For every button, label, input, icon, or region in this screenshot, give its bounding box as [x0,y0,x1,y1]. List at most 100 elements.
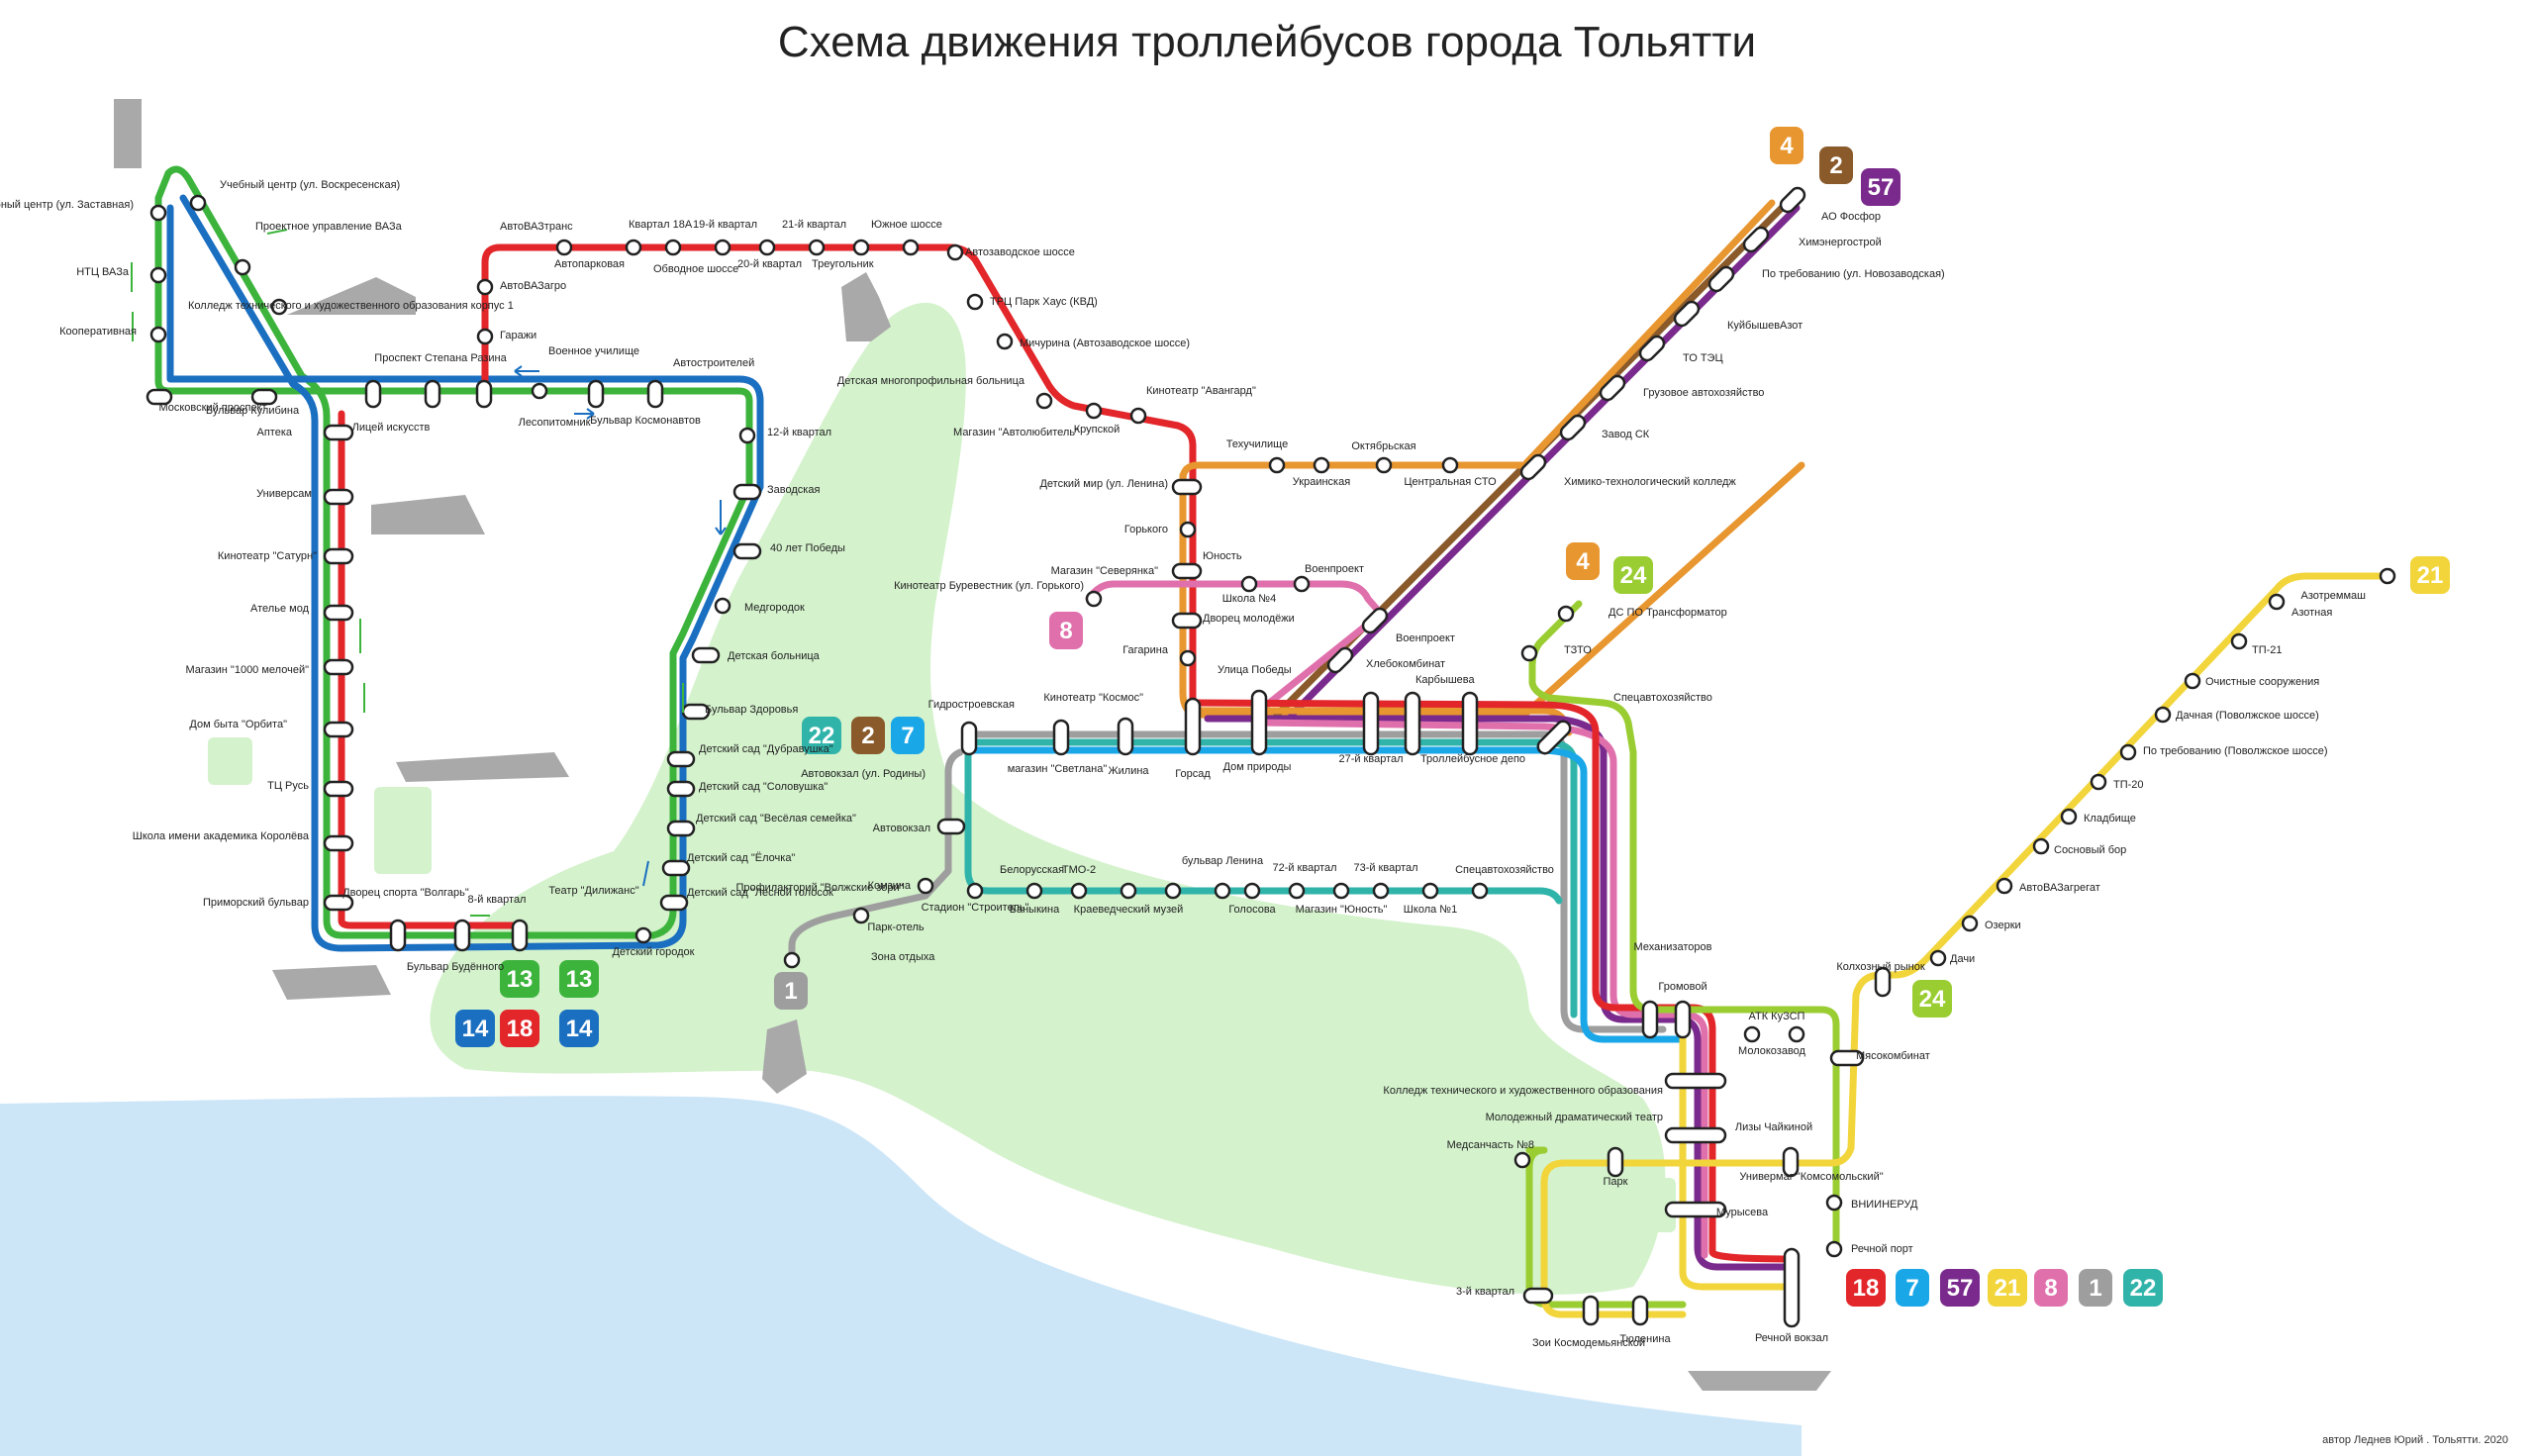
stop-label: Белорусская [1000,864,1064,876]
stop-marker [960,721,978,756]
stop-label: Громовой [1658,981,1706,993]
stop-label: Троллейбусное депо [1420,753,1525,765]
route-badge-label: 14 [462,1016,489,1042]
stop-label: Учебный центр (ул. Воскресенская) [220,179,400,191]
route-badge: 8 [2034,1269,2068,1307]
stop-label: Дом быта "Орбита" [189,719,287,730]
stop-label: Дачи [1950,953,1975,965]
stop-marker [323,424,354,441]
route-badge: 14 [559,1010,599,1047]
stop-label: Детский сад "Весёлая семейка" [696,813,856,825]
stop-marker [424,379,441,409]
stop-marker [234,258,251,276]
stop-marker [664,239,682,256]
stop-marker [1929,949,1947,967]
stop-label: Кинотеатр Буревестник (ул. Горького) [894,580,1084,592]
stop-marker [1179,649,1197,667]
stop-marker [996,333,1014,350]
route-badge-label: 8 [1059,618,1072,644]
stop-marker [732,542,762,560]
stop-marker [1313,456,1330,474]
stop-label: 19-й квартал [693,219,757,231]
stop-label: Парк [1604,1176,1628,1188]
stop-marker [946,243,964,261]
stop-label: Квартал 18А [629,219,693,231]
route-badge: 2 [851,717,885,754]
stop-marker [1664,1072,1727,1090]
stop-label: Магазин "Автолюбитель" [953,427,1079,438]
stop-marker [1120,882,1137,900]
river-station-landmark [1688,1371,1831,1391]
stop-label: 8-й квартал [468,894,527,906]
stop-marker [1362,691,1380,756]
stop-label: АвтоВАЗагрегат [2019,882,2100,894]
stop-marker [1536,720,1572,755]
stop-marker [758,239,776,256]
stop-marker [1557,605,1575,623]
route-13-line [154,165,753,939]
stop-label: Крупской [1074,424,1121,436]
stop-marker [476,278,494,296]
stop-label: 21-й квартал [782,219,846,231]
stop-label: Проспект Степана Разина [374,352,507,364]
stop-marker [1164,882,1182,900]
route-badge: 4 [1566,542,1600,580]
stop-label: Заводская [767,484,820,496]
stop-marker [323,488,354,506]
stop-label: Театр "Дилижанс" [548,885,638,897]
stop-marker [1421,882,1439,900]
tower-landmark [114,99,142,168]
stop-marker [1117,717,1134,756]
stop-label: Лесопитомник [519,417,591,429]
stop-marker [1631,1295,1649,1326]
stop-marker [1070,882,1088,900]
route-badge-label: 18 [507,1016,534,1042]
stop-marker [1522,1287,1554,1305]
stop-label: АТК КуЗСП [1749,1011,1805,1022]
stop-marker [1638,335,1666,362]
stop-label: Военное училище [548,345,639,357]
stop-marker [1743,1025,1761,1043]
stop-marker [1874,966,1892,998]
stop-label: Детский сад "Дубравушка" [699,743,833,755]
stop-marker [2379,567,2396,585]
stop-label: Бульвар Будённого [407,961,504,973]
stop-label: ТРЦ Парк Хаус (КВД) [990,296,1098,308]
stop-label: Кооперативная [59,326,137,338]
stop-label: Зои Космодемьянской [1532,1337,1645,1349]
stop-marker [1461,691,1479,756]
route-badge: 13 [500,960,539,998]
stop-marker [189,194,207,212]
stop-marker [323,894,354,912]
stop-label: Химэнергострой [1799,237,1882,248]
stop-label: Магазин "Юность" [1296,904,1388,916]
stop-marker [966,293,984,311]
stop-marker [666,750,696,768]
stop-marker [1664,1126,1727,1144]
stop-marker [146,388,173,406]
stop-label: Кинотеатр "Сатурн" [218,550,317,562]
stop-marker [625,239,642,256]
stop-label: Жилина [1108,765,1149,777]
stop-marker [1742,226,1770,253]
route-badge-label: 1 [784,978,797,1005]
stop-marker [1250,689,1268,756]
stop-marker [323,834,354,852]
stop-label: ТП-20 [2113,779,2144,791]
stop-marker [732,483,762,501]
stop-label: Тюленина [1619,1333,1671,1345]
stop-marker [364,379,382,409]
stop-label: Детский сад "Ёлочка" [687,852,795,864]
stop-marker [1293,575,1311,593]
stop-label: НТЦ ВАЗа [76,266,130,278]
stop-label: ДС ПО Трансформатор [1608,607,1727,619]
route-1-line [788,748,964,969]
stop-marker [2032,837,2050,855]
route-badge-label: 21 [2417,562,2444,589]
route-badge-label: 4 [1780,133,1794,159]
stop-marker [1129,407,1147,425]
stop-label: Ателье мод [250,603,310,615]
stop-label: АвтоВАЗагро [500,280,566,292]
